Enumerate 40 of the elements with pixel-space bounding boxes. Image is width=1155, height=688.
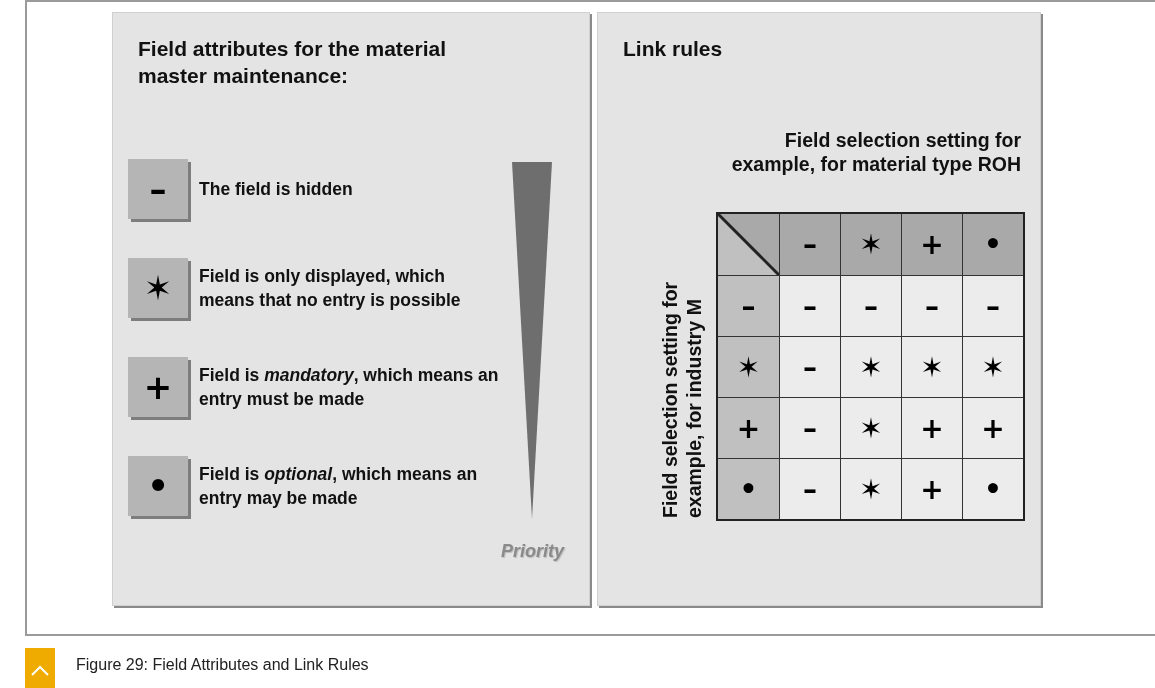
column-header-cell: – bbox=[779, 214, 840, 275]
table-cell: – bbox=[779, 336, 840, 397]
table-cell: ✶ bbox=[840, 397, 901, 458]
panel-heading: Field attributes for the material master maintenance: bbox=[138, 36, 448, 89]
table-cell: – bbox=[779, 275, 840, 336]
attribute-description: Field is only displayed, which means that no entry is possible bbox=[199, 265, 462, 312]
attribute-description: Field is optional, which means an entry may be made bbox=[199, 463, 479, 510]
table-cell: ✶ bbox=[840, 336, 901, 397]
attribute-description: Field is mandatory, which means an entry must be made bbox=[199, 364, 499, 411]
table-cell: ✶ bbox=[901, 336, 962, 397]
row-header-cell: – bbox=[718, 275, 779, 336]
priority-label: Priority bbox=[501, 541, 565, 562]
attribute-description: The field is hidden bbox=[199, 178, 354, 201]
symbol-tile: + bbox=[128, 357, 188, 417]
table-cell: • bbox=[962, 458, 1023, 519]
table-cell: – bbox=[901, 275, 962, 336]
symbol-tile: • bbox=[128, 456, 188, 516]
symbol-tile: – bbox=[128, 159, 188, 219]
row-heading: Field selection setting for example, for industry M bbox=[658, 280, 706, 518]
table-cell: – bbox=[779, 458, 840, 519]
table-cell: ✶ bbox=[962, 336, 1023, 397]
column-heading: Field selection setting for example, for material type ROH bbox=[730, 128, 1021, 176]
panel bbox=[597, 12, 1041, 606]
table-cell: + bbox=[962, 397, 1023, 458]
row-header-cell: ✶ bbox=[718, 336, 779, 397]
figure-caption: Figure 29: Field Attributes and Link Rules bbox=[76, 656, 369, 674]
table-cell: ✶ bbox=[840, 458, 901, 519]
row-header-cell: + bbox=[718, 397, 779, 458]
table-cell: – bbox=[779, 397, 840, 458]
table-cell: – bbox=[962, 275, 1023, 336]
row-header-cell: • bbox=[718, 458, 779, 519]
panel bbox=[112, 12, 590, 606]
symbol-tile: ✶ bbox=[128, 258, 188, 318]
panel-heading: Link rules bbox=[623, 36, 724, 62]
table-cell: + bbox=[901, 397, 962, 458]
table-cell: + bbox=[901, 458, 962, 519]
column-header-cell: + bbox=[901, 214, 962, 275]
table-cell: – bbox=[840, 275, 901, 336]
column-header-cell: • bbox=[962, 214, 1023, 275]
column-header-cell: ✶ bbox=[840, 214, 901, 275]
